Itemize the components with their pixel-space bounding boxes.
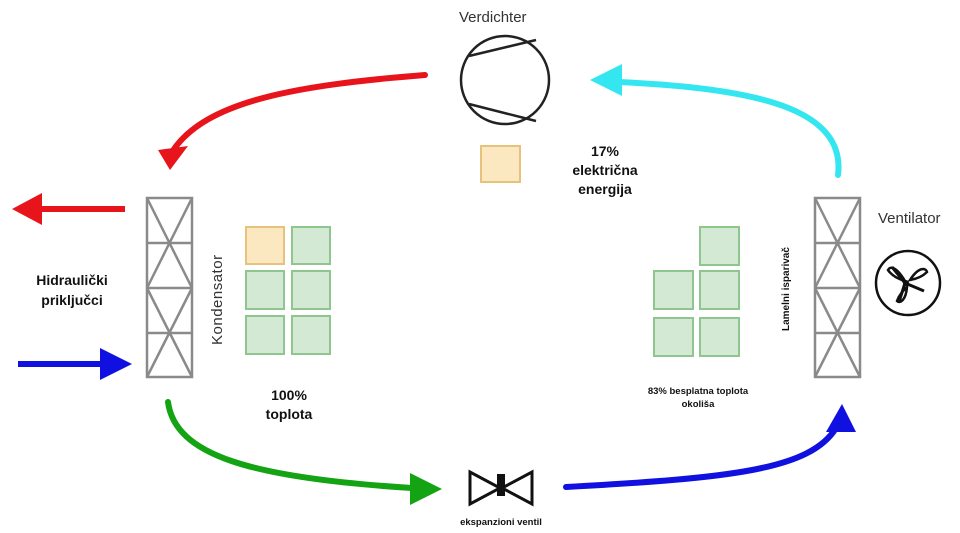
- condenser-label: Kondensator: [209, 254, 226, 345]
- electric-energy-line2: energija: [578, 181, 632, 197]
- ambient-block: [699, 226, 740, 266]
- hydraulic-supply-arrowhead: [12, 193, 42, 225]
- heat-block-electric: [245, 226, 285, 265]
- heat-block: [291, 226, 331, 265]
- liquid-line: [165, 399, 415, 491]
- fan-icon: [874, 249, 942, 317]
- ambient-block: [653, 317, 694, 357]
- electric-energy-line1: električna: [572, 162, 638, 178]
- electric-energy-pct: 17%: [590, 143, 620, 159]
- expansion-to-evaporator-line: [563, 425, 839, 490]
- heat-block: [291, 270, 331, 310]
- ambient-block: [699, 270, 740, 310]
- ambient-block: [653, 270, 694, 310]
- expansion-to-evaporator-arrowhead: [826, 404, 856, 432]
- hot-gas-arrowhead: [158, 146, 188, 170]
- electric-energy-label: 17% električna energija: [555, 142, 655, 199]
- hydraulic-return-arrowhead: [100, 348, 132, 380]
- electric-energy-block: [480, 145, 521, 183]
- evaporator-label: Lamelni isparivač: [781, 247, 792, 331]
- fan-label: Ventilator: [878, 210, 941, 227]
- heat-block: [245, 270, 285, 310]
- suction-line: [615, 79, 842, 178]
- liquid-line-arrowhead: [410, 473, 442, 505]
- expansion-valve-label: ekspanzioni ventil: [460, 517, 542, 528]
- compressor-label: Verdichter: [459, 9, 527, 26]
- heat-output-text: toplota: [265, 406, 313, 422]
- condenser-icon: [145, 196, 194, 379]
- ambient-block: [699, 317, 740, 357]
- ambient-heat-line2: okoliša: [681, 399, 715, 410]
- heat-blocks: [245, 226, 331, 355]
- heat-block: [245, 315, 285, 355]
- hydraulic-label-line2: priključci: [41, 292, 103, 308]
- ambient-heat-label: 83% besplatna toplota okoliša: [636, 385, 760, 411]
- hydraulic-label-line1: Hidraulički: [36, 272, 108, 288]
- heat-output-label: 100% toplota: [246, 386, 332, 424]
- hot-gas-line: [169, 72, 428, 155]
- ambient-heat-line1: 83% besplatna toplota: [647, 386, 749, 397]
- evaporator-icon: [813, 196, 862, 379]
- suction-arrowhead: [590, 64, 622, 96]
- compressor-icon: [459, 34, 551, 126]
- heat-block: [291, 315, 331, 355]
- heat-output-pct: 100%: [271, 387, 307, 403]
- hydraulic-label: Hidraulički priključci: [22, 270, 122, 310]
- expansion-valve-icon: [468, 469, 534, 507]
- ambient-heat-blocks: [653, 226, 740, 357]
